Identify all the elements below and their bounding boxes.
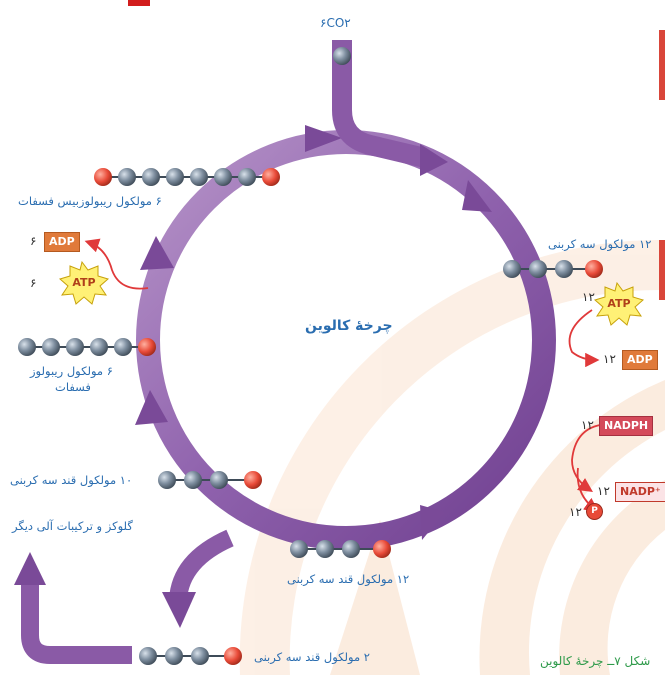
left-adp-count: ۶ xyxy=(30,234,37,248)
left-atp-count: ۶ xyxy=(30,276,37,290)
co2-label: ۶CO۲ xyxy=(320,16,351,30)
ring-arrow-topright xyxy=(462,180,492,212)
left-adp-box: ADP xyxy=(44,232,80,252)
label-glucose-out: گلوکز و ترکیبات آلی دیگر xyxy=(12,519,133,533)
nadph-box: NADPH xyxy=(599,416,654,436)
sugar-12-molecule xyxy=(290,540,391,558)
label-sugar-10: ۱۰ مولکول قند سه کربنی xyxy=(10,473,133,487)
right-adp-box: ADP xyxy=(622,350,658,370)
atp-burst-left-icon xyxy=(58,260,110,305)
three-carbon-molecule-right xyxy=(503,260,603,278)
ribulose-bisphosphate-molecule xyxy=(94,168,280,186)
label-sugar-2: ۲ مولکول قند سه کربنی xyxy=(254,650,370,664)
atp-burst-right-icon xyxy=(593,281,645,326)
sugar-10-molecule xyxy=(158,471,262,489)
left-atp-label: ATP xyxy=(72,276,96,289)
right-atp-count: ۱۲ xyxy=(582,290,595,304)
co2-inflow-arrow xyxy=(332,40,428,168)
edge-mark-2 xyxy=(659,240,665,300)
nadph-count: ۱۲ xyxy=(581,418,594,432)
label-ribulose-phosphate-1: ۶ مولکول ریبولوز xyxy=(30,364,113,378)
co2-molecule xyxy=(333,47,351,65)
right-atp-adp-arrow xyxy=(568,309,600,368)
watermark-background xyxy=(239,239,665,675)
glucose-outflow-arrow xyxy=(169,529,234,601)
right-atp-label: ATP xyxy=(607,297,631,310)
top-corner-mark xyxy=(128,0,150,6)
ribulose-phosphate-molecule xyxy=(18,338,156,356)
right-adp-count: ۱۲ xyxy=(603,352,616,366)
nadp-box: NADP⁺ xyxy=(615,482,665,502)
nadph-nadp-arrow xyxy=(571,424,601,492)
label-three-carbon-12: ۱۲ مولکول سه کربنی xyxy=(548,237,652,251)
left-atp-adp-arrow xyxy=(84,238,149,290)
nadp-count: ۱۲ xyxy=(597,484,610,498)
label-sugar-12-bottom: ۱۲ مولکول قند سه کربنی xyxy=(287,572,410,586)
ring-arrow-top xyxy=(305,125,342,152)
sugar-2-molecule xyxy=(139,647,242,665)
ring-arrow-bottomright xyxy=(420,505,445,540)
phosphate-count: ۱۲ xyxy=(569,505,582,519)
phosphate-icon: P xyxy=(586,503,603,520)
label-ribulose-phosphate-2: فسفات xyxy=(55,380,91,394)
cycle-title: چرخهٔ کالوین xyxy=(305,318,393,334)
figure-caption: شکل ۷ــ چرخهٔ کالوین xyxy=(540,654,651,668)
label-ribulose-bisphosphate: ۶ مولکول ریبولوزبیس فسفات xyxy=(18,194,162,208)
calvin-ring xyxy=(136,130,556,550)
ring-arrow-left-lower xyxy=(135,390,168,425)
sugar-export-arrow xyxy=(21,580,132,664)
edge-mark-1 xyxy=(659,30,665,100)
ring-arrow-left-upper xyxy=(140,236,174,270)
